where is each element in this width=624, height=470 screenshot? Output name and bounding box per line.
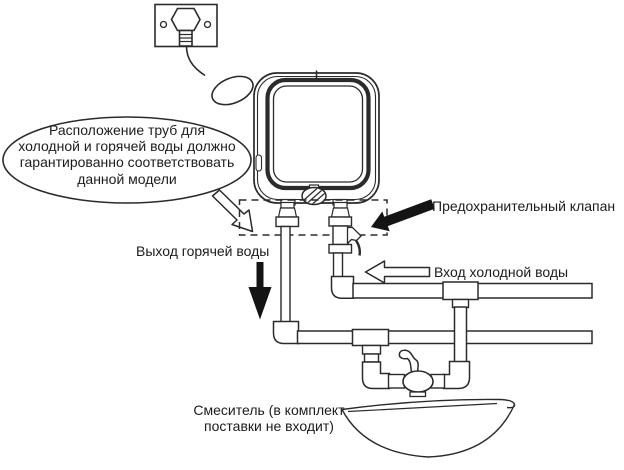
cold-water-pipe-icon: [328, 201, 593, 390]
mixer-tap-icon: [361, 349, 446, 398]
left-arrow-icon: [364, 260, 431, 284]
power-outlet-plug-icon: [154, 3, 218, 48]
callout-text: Расположение труб для холодной и горячей…: [6, 122, 248, 187]
callout-line: Расположение труб для: [48, 122, 206, 138]
callout-line: холодной и горячей воды должно: [18, 138, 236, 155]
down-arrow-icon: [248, 262, 272, 320]
callout-arrow-icon: [211, 189, 254, 233]
diagonal-arrow-icon: [371, 199, 435, 232]
drain-cap-icon: [301, 184, 327, 206]
safety-valve-icon: [332, 225, 362, 256]
mixer-label-line: Смеситель (в комплект: [193, 402, 345, 418]
callout-line: данной модели: [77, 170, 177, 187]
mixer-handle-icon: [398, 349, 419, 373]
callout-line: гарантированно соответствовать: [19, 154, 235, 171]
cold-water-inlet-label: Вход холодной воды: [434, 264, 569, 280]
power-cord-icon: [185, 45, 206, 77]
hot-water-pipe-icon: [272, 201, 593, 363]
callout-bubble: [2, 116, 263, 233]
sink-basin-icon: [341, 398, 516, 458]
hot-water-outlet-label: Выход горячей воды: [136, 243, 270, 259]
mixer-label: Смеситель (в комплект поставки не входит…: [178, 402, 360, 434]
mixer-label-line: поставки не входит): [204, 417, 334, 434]
cord-plug-blob-icon: [211, 75, 254, 106]
safety-valve-label: Предохранительный клапан: [432, 198, 616, 214]
water-heater-icon: [253, 70, 380, 206]
connection-zone-dashed-box: [238, 199, 388, 236]
